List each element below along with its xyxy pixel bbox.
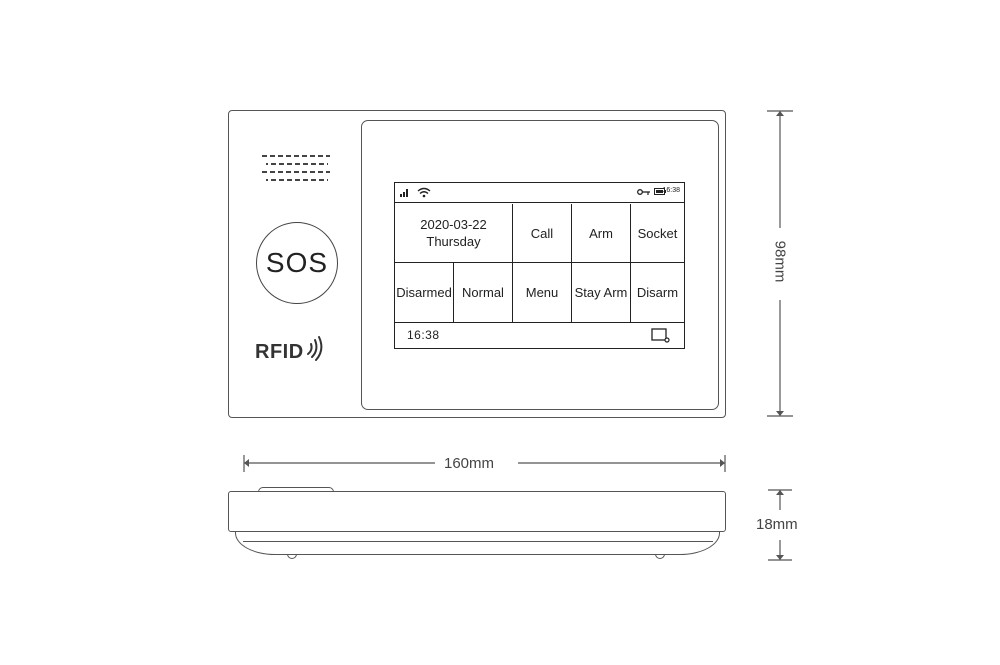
arm-label: Arm	[589, 225, 613, 241]
menu-label: Menu	[525, 285, 559, 300]
signal-icon	[400, 189, 408, 197]
battery-icon	[654, 188, 666, 195]
speaker-grille-icon	[262, 155, 330, 181]
status-time: 16:38	[662, 187, 680, 194]
status-bar: 16:38	[395, 183, 684, 203]
rfid-label: RFID	[255, 340, 304, 363]
screen-bezel	[361, 120, 719, 410]
socket-button[interactable]: Socket	[631, 204, 684, 263]
disarmed-status-tile[interactable]: Disarmed	[395, 263, 454, 323]
rfid-reader: RFID	[255, 336, 345, 368]
side-sos-bump	[258, 487, 334, 492]
width-dimension-label: 160mm	[444, 455, 495, 472]
bottom-bar: 16:38	[395, 323, 684, 348]
stay-arm-label: Stay Arm	[574, 285, 628, 300]
date-label: 2020-03-22	[420, 217, 487, 232]
normal-label: Normal	[462, 285, 504, 300]
rfid-wave-icon	[306, 336, 323, 361]
call-label: Call	[530, 225, 554, 241]
depth-dimension-label: 18mm	[756, 516, 798, 533]
arm-button[interactable]: Arm	[572, 204, 631, 263]
bottom-time: 16:38	[407, 328, 440, 342]
device-side-base	[235, 531, 720, 555]
disarm-button[interactable]: Disarm	[631, 263, 684, 323]
device-side-top	[228, 491, 726, 532]
touch-screen: 16:38 2020-03-22 Thursday Call Arm Socke…	[394, 182, 685, 349]
date-tile: 2020-03-22 Thursday	[395, 204, 513, 263]
wifi-icon	[417, 187, 431, 198]
disarmed-label: Disarmed	[396, 285, 452, 300]
weekday-label: Thursday	[426, 234, 481, 249]
screen-toggle-icon[interactable]	[651, 328, 671, 343]
socket-label: Socket	[637, 225, 678, 241]
sos-button[interactable]: SOS	[256, 222, 338, 304]
device-side-seam	[243, 541, 713, 542]
sos-label: SOS	[265, 247, 329, 278]
normal-mode-tile[interactable]: Normal	[454, 263, 513, 323]
key-icon	[637, 189, 650, 195]
disarm-label: Disarm	[636, 285, 679, 300]
stay-arm-button[interactable]: Stay Arm	[572, 263, 631, 323]
menu-button[interactable]: Menu	[513, 263, 572, 323]
height-dimension-label: 98mm	[771, 240, 789, 283]
call-button[interactable]: Call	[513, 204, 572, 263]
